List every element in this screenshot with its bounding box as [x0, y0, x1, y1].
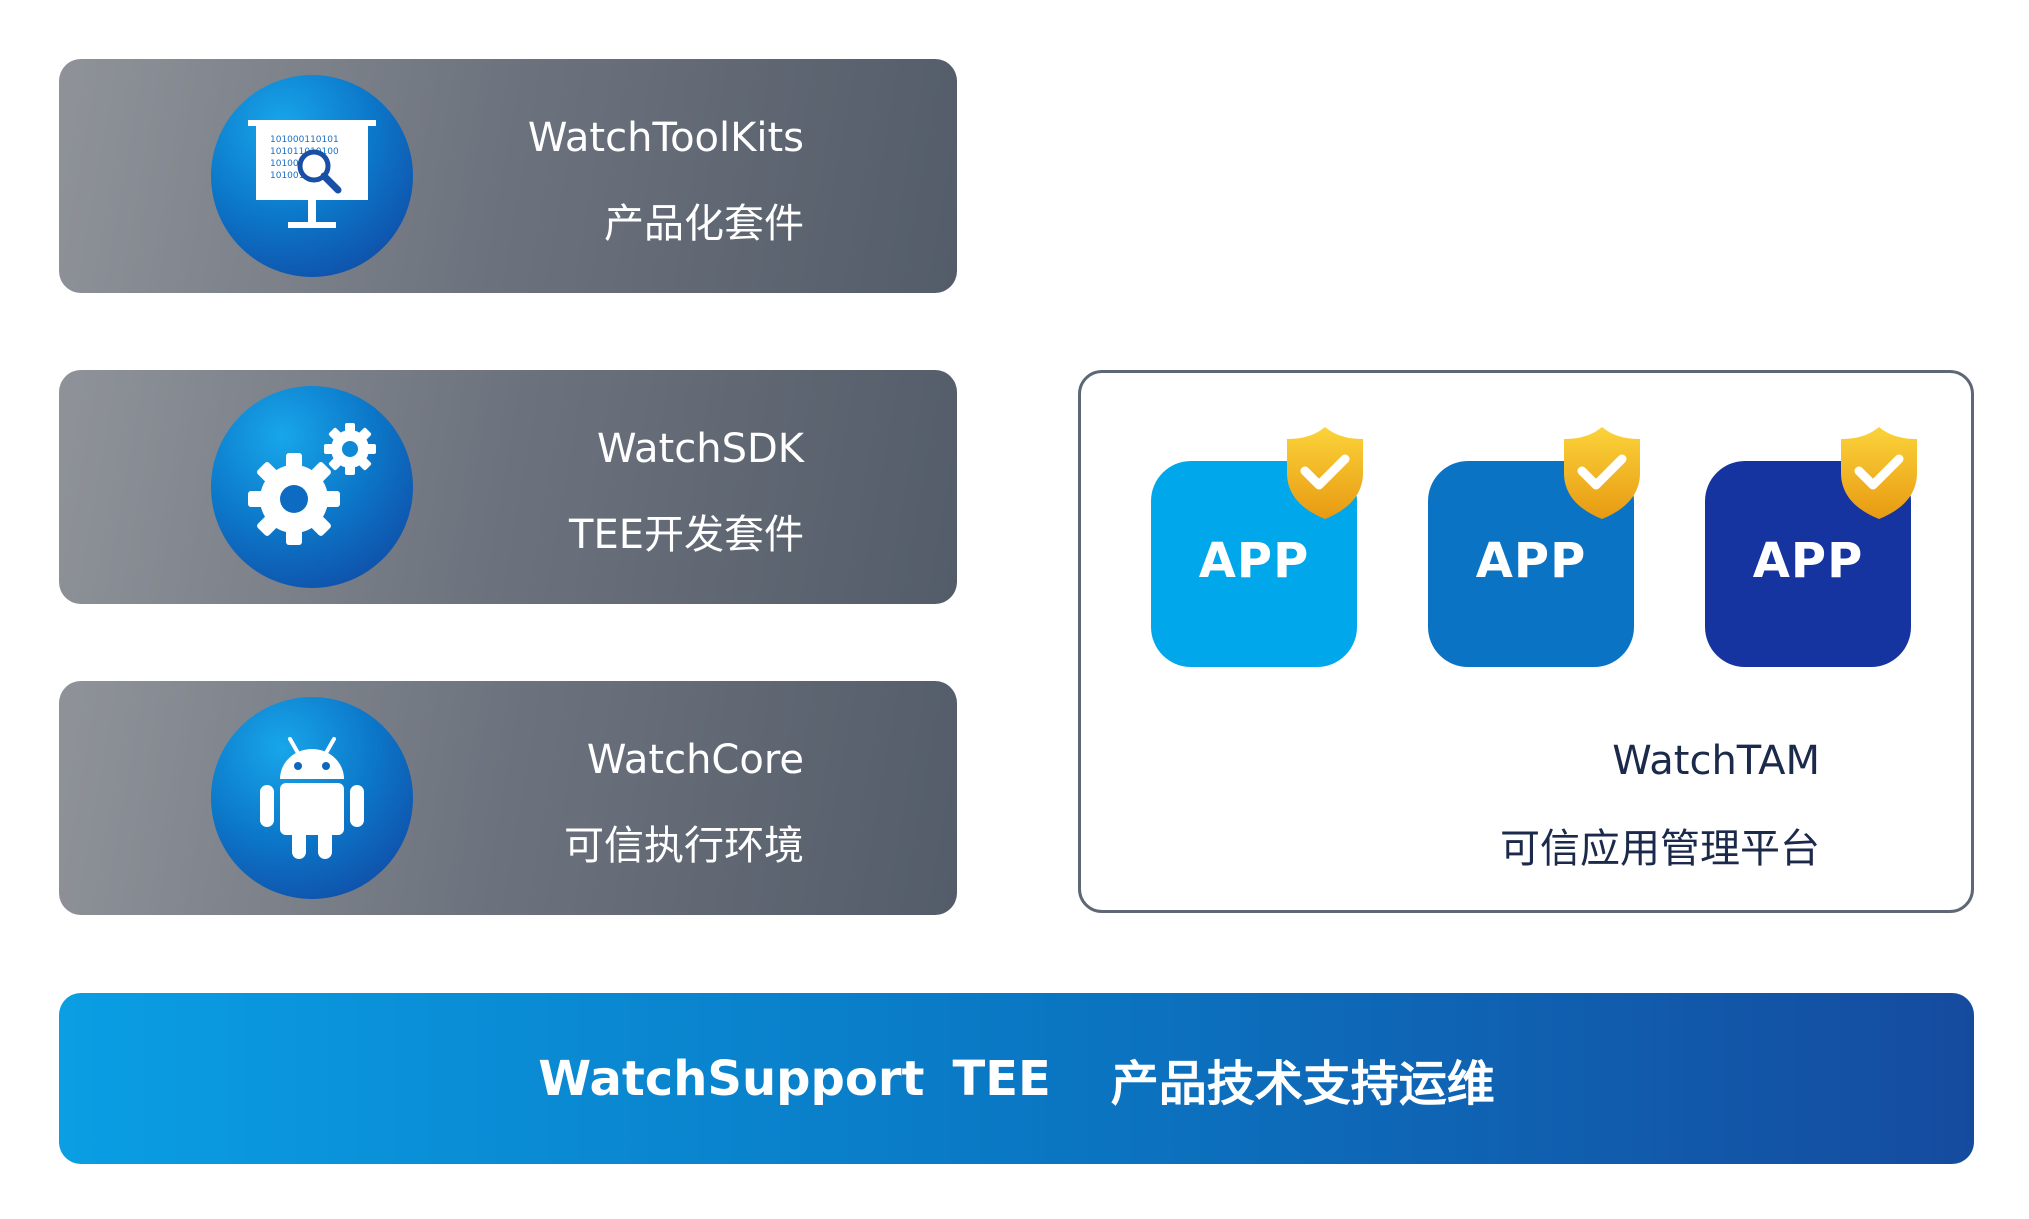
support-name: WatchSupport [538, 1050, 925, 1107]
binary-line: 101011010100 [270, 147, 339, 157]
tam-subtitle: 可信应用管理平台 [1500, 826, 1820, 872]
binary-line: 1010011 [270, 171, 310, 181]
shield-check-icon [1564, 427, 1640, 519]
app-tile: APP [1705, 427, 1917, 667]
shield-check-icon [1841, 427, 1917, 519]
layer-title: WatchSDK [597, 426, 804, 472]
layer-subtitle: 产品化套件 [604, 201, 804, 247]
layer-title: WatchCore [586, 737, 804, 783]
layer-watchtoolkits: 101000110101 101011010100 1010001 101001… [59, 59, 957, 293]
binary-line: 101000110101 [270, 135, 339, 145]
gears-icon [211, 386, 413, 588]
binary-line: 1010001 [270, 159, 310, 169]
support-description: 产品技术支持运维 [1110, 1055, 1495, 1112]
support-tee: TEE [952, 1050, 1051, 1107]
layer-watchsdk: WatchSDK TEE开发套件 [59, 370, 957, 604]
android-icon [211, 697, 413, 899]
shield-check-icon [1287, 427, 1363, 519]
layer-title: WatchToolKits [527, 115, 804, 161]
watchsupport-bar: WatchSupport TEE 产品技术支持运维 [59, 993, 1974, 1164]
presentation-screen-icon: 101000110101 101011010100 1010001 101001… [211, 75, 413, 277]
app-tile: APP [1151, 427, 1363, 667]
layer-watchcore: WatchCore 可信执行环境 [59, 681, 957, 915]
tam-title: WatchTAM [1612, 738, 1820, 784]
layer-subtitle: TEE开发套件 [569, 512, 804, 558]
app-label: APP [1475, 533, 1587, 589]
app-label: APP [1752, 533, 1864, 589]
app-tile: APP [1428, 427, 1640, 667]
app-label: APP [1198, 533, 1310, 589]
layer-subtitle: 可信执行环境 [564, 823, 804, 869]
watchtam-panel: APP APP APP WatchTAM 可信应用管理平台 [1078, 370, 1974, 913]
